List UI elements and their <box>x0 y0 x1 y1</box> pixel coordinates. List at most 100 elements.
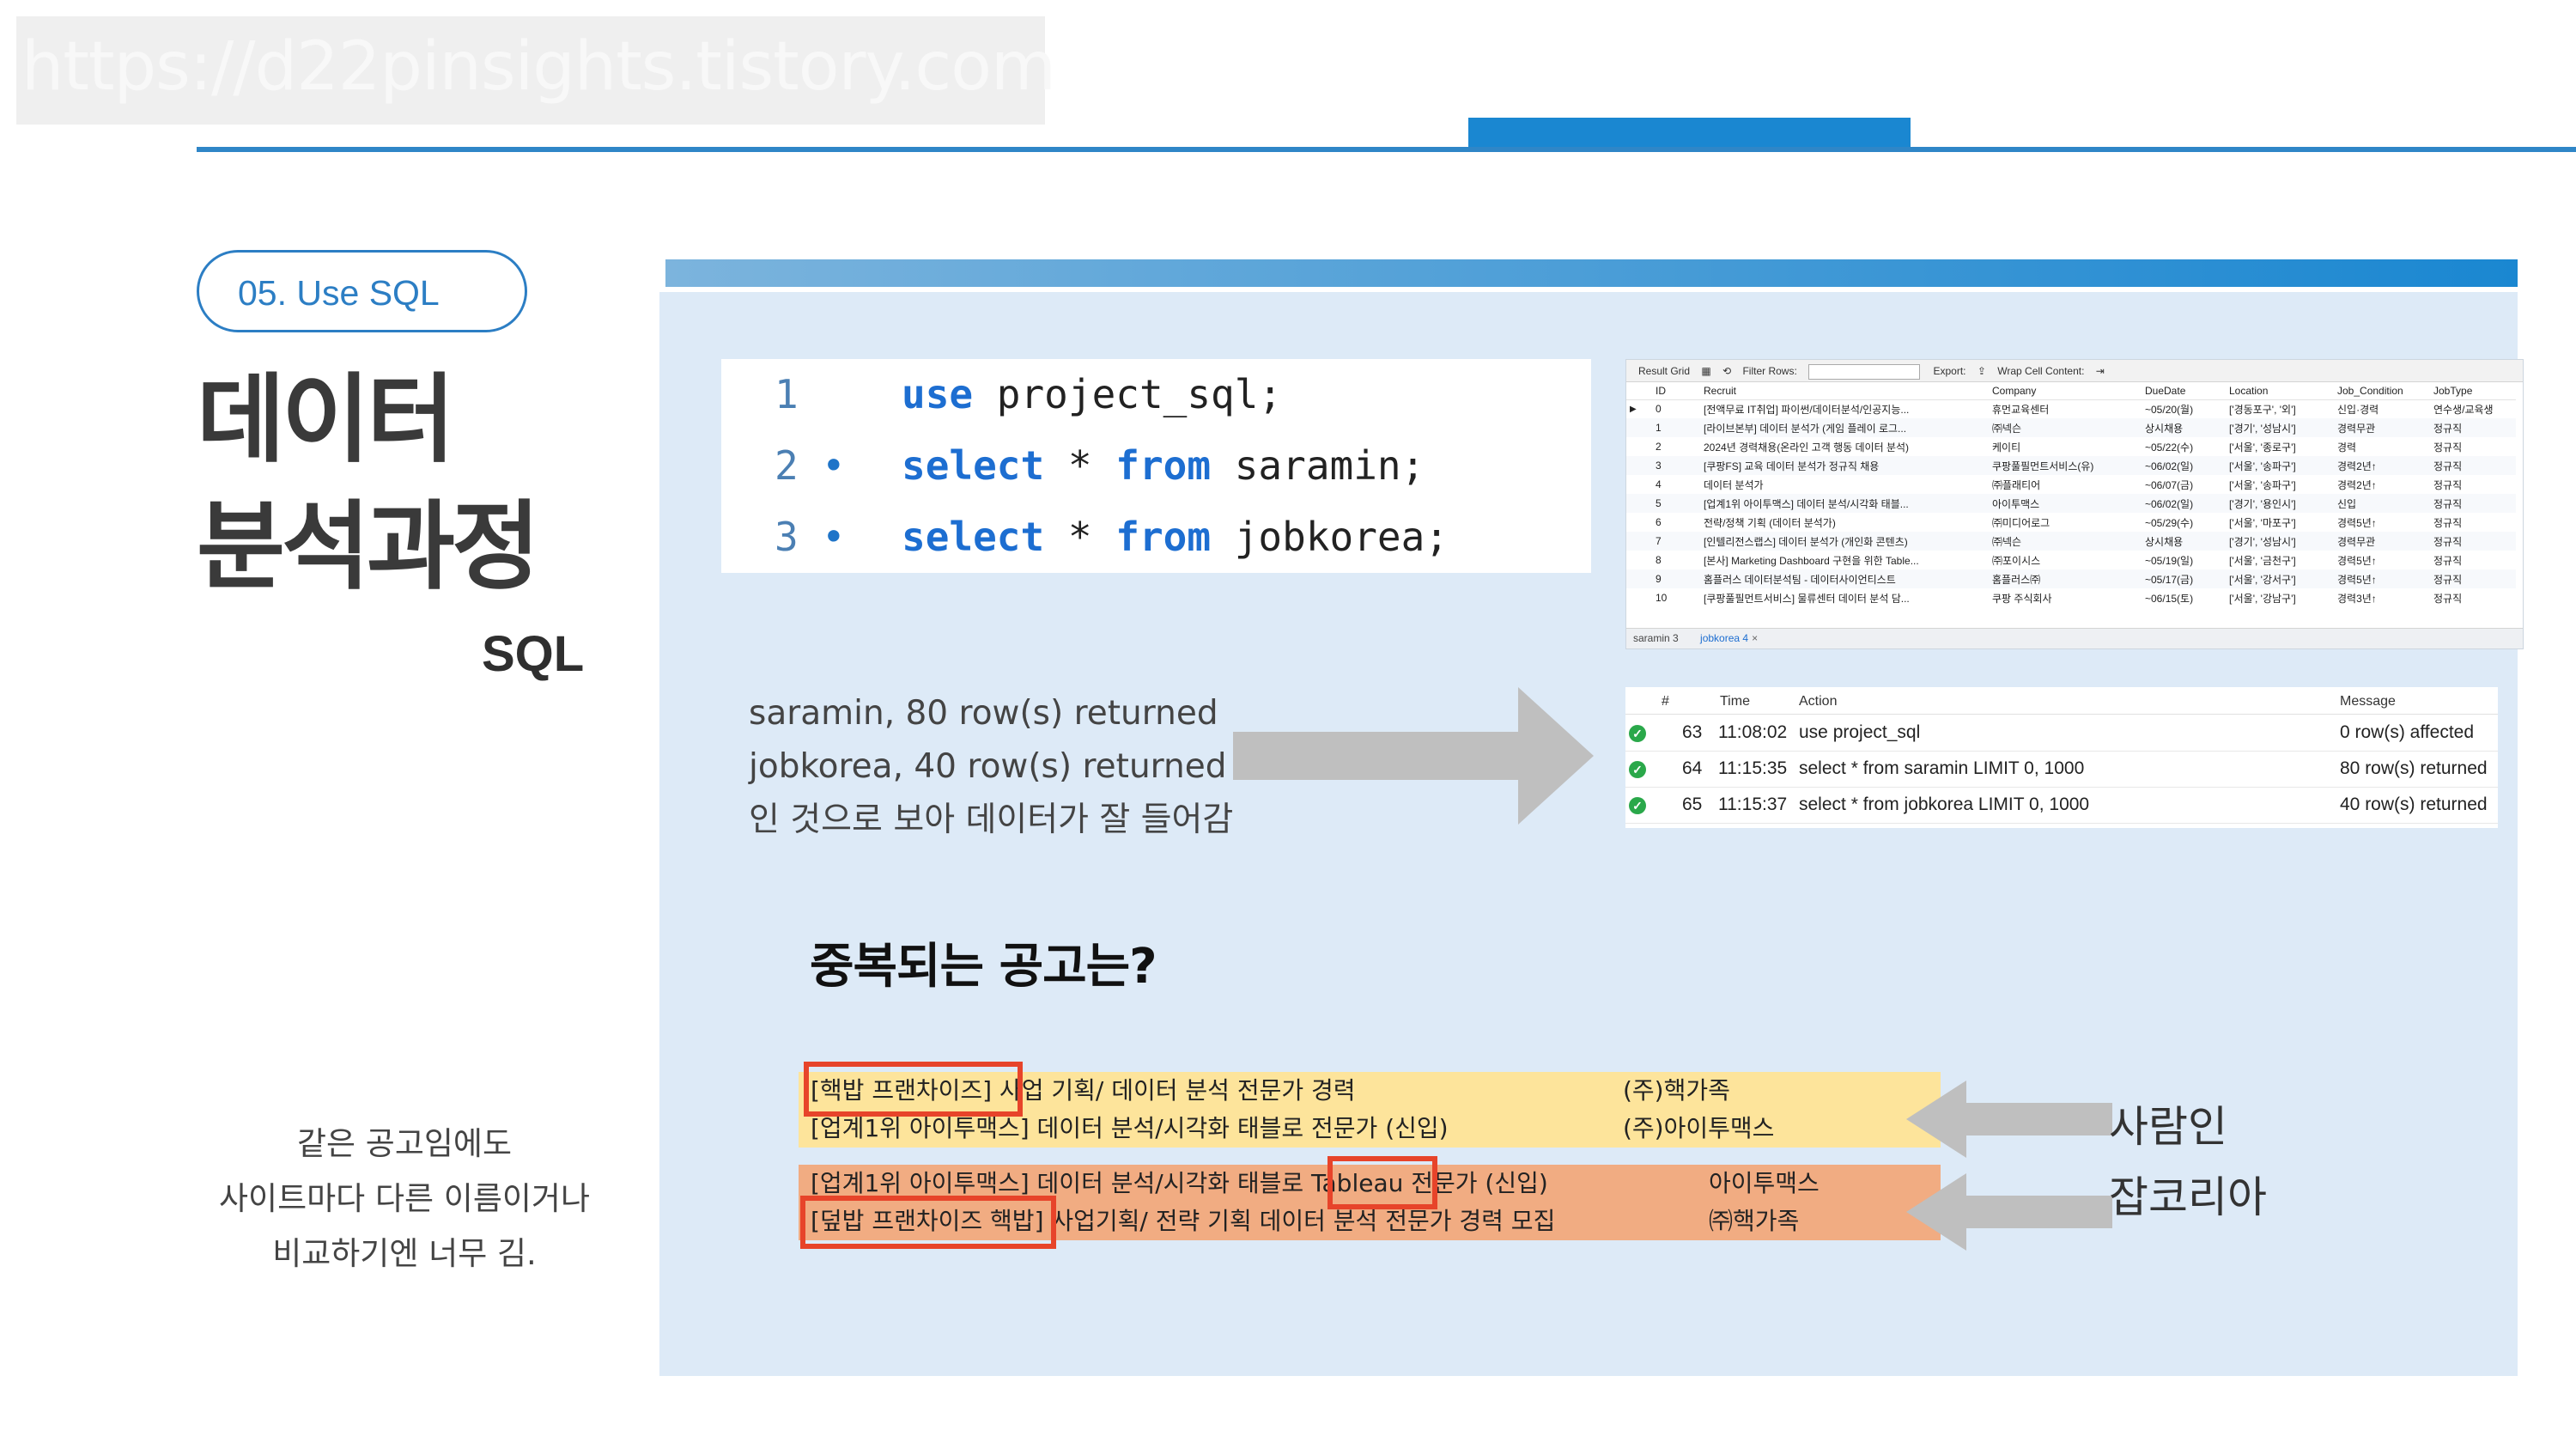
column-header[interactable]: Job_Condition <box>2334 382 2430 400</box>
table-cell: 신입·경력 <box>2337 403 2379 416</box>
column-header[interactable]: JobType <box>2430 382 2516 400</box>
job-title: [업계1위 아이투맥스] 데이터 분석/시각화 태블로 전문가 (신입) <box>811 1114 1449 1142</box>
grid-icon[interactable]: ▦ <box>1701 365 1711 377</box>
code-line: 1 use project_sql; <box>721 359 1591 431</box>
table-cell: 8 <box>1656 554 1662 566</box>
table-cell: ~05/19(일) <box>2145 554 2194 567</box>
column-header[interactable]: DueDate <box>2142 382 2226 400</box>
table-cell: ['경동포구', '외'] <box>2229 403 2296 416</box>
table-cell: [쿠팡풀필먼트서비스] 물류센터 데이터 분석 담... <box>1704 592 1910 605</box>
sql-editor[interactable]: 1 use project_sql; 2 • select * from sar… <box>721 359 1591 573</box>
highlight-box <box>804 1062 1023 1117</box>
page-title: 데이터 분석과정 <box>197 356 540 611</box>
table-cell: 상시채용 <box>2142 532 2226 551</box>
jobkorea-row: [덮밥 프랜차이즈 핵밥] 사업기획/ 전략 기획 데이터 분석 전문가 경력 … <box>799 1202 1941 1240</box>
table-cell: 아이투맥스 <box>1989 494 2142 513</box>
highlight-box <box>800 1196 1056 1249</box>
table-cell: [쿠팡FS] 교육 데이터 분석가 정규직 채용 <box>1700 456 1989 475</box>
table-cell: 6 <box>1656 516 1662 528</box>
table-cell: 5 <box>1652 494 1700 513</box>
column-header[interactable]: ID <box>1652 382 1700 400</box>
table-cell: 쿠팡풀필먼트서비스(유) <box>1989 456 2142 475</box>
label-saramin: 사람인 <box>2109 1102 2227 1152</box>
table-cell: [전액무료 IT취업] 파이썬/데이터분석/인공지능... <box>1704 403 1910 416</box>
code-text: select * from saramin; <box>902 442 1425 489</box>
table-cell: 정규직 <box>2433 516 2463 529</box>
execution-dot-icon: • <box>822 514 846 560</box>
column-header[interactable]: Company <box>1989 382 2142 400</box>
output-row[interactable]: ✓ 63 11:08:02 use project_sql 0 row(s) a… <box>1625 715 2498 752</box>
table-cell: 정규직 <box>2430 418 2516 437</box>
table-cell: 정규직 <box>2433 441 2463 454</box>
table-cell: ['서울', '강서구'] <box>2226 569 2334 588</box>
result-tabs: saramin 3 jobkorea 4× <box>1626 628 2523 648</box>
arrow-left-icon <box>1906 1081 2112 1158</box>
table-cell: 케이티 <box>1992 441 2021 454</box>
refresh-icon[interactable]: ⟲ <box>1722 365 1732 377</box>
table-cell: 2 <box>1656 441 1662 453</box>
tab-saramin[interactable]: saramin 3 <box>1633 632 1679 644</box>
table-cell: ~05/20(월) <box>2145 403 2194 416</box>
wrap-cell-icon[interactable]: ⇥ <box>2095 365 2105 377</box>
page-subtitle: SQL <box>482 626 585 682</box>
table-row[interactable]: 8[본사] Marketing Dashboard 구현을 위한 Table..… <box>1626 551 2516 569</box>
table-row[interactable]: ▶0[전액무료 IT취업] 파이썬/데이터분석/인공지능...휴먼교육센터~05… <box>1626 399 2516 418</box>
column-header[interactable]: Location <box>2226 382 2334 400</box>
output-row[interactable]: ✓ 65 11:15:37 select * from jobkorea LIM… <box>1625 788 2498 824</box>
page-title-line2: 분석과정 <box>197 491 540 603</box>
arrow-left-icon <box>1906 1173 2112 1251</box>
filter-rows-input[interactable] <box>1808 363 1921 380</box>
table-cell: 2024년 경력채용(온라인 고객 행동 데이터 분석) <box>1704 441 1910 454</box>
close-tab-icon[interactable]: × <box>1752 632 1759 644</box>
header-rule <box>197 147 2576 152</box>
company-name: ㈜핵가족 <box>1709 1207 1800 1235</box>
result-table: ID Recruit Company DueDate Location Job_… <box>1626 382 2516 607</box>
table-cell: 정규직 <box>2430 532 2516 551</box>
table-cell: 전략/정책 기획 (데이터 분석가) <box>1704 516 1836 529</box>
table-row[interactable]: 10[쿠팡풀필먼트서비스] 물류센터 데이터 분석 담...쿠팡 주식회사~06… <box>1626 588 2516 607</box>
table-cell: ['서울', '송파구'] <box>2229 478 2296 491</box>
panel-header-bar <box>665 259 2518 287</box>
table-cell: 9 <box>1652 569 1700 588</box>
code-line: 2 • select * from saramin; <box>721 430 1591 502</box>
table-cell: 0 <box>1656 403 1662 416</box>
tab-jobkorea[interactable]: jobkorea 4 <box>1700 632 1749 644</box>
table-cell: 쿠팡 주식회사 <box>1992 592 2052 605</box>
success-check-icon: ✓ <box>1629 761 1646 778</box>
column-header[interactable]: Recruit <box>1700 382 1989 400</box>
table-cell: ~06/07(금) <box>2145 478 2194 491</box>
table-cell: 경력5년↑ <box>2337 516 2377 529</box>
table-cell: ['경기', '성남시'] <box>2226 418 2334 437</box>
table-cell: 정규직 <box>2433 554 2463 567</box>
job-title: [업계1위 아이투맥스] 데이터 분석/시각화 태블로 Tableau 전문가 … <box>811 1169 1548 1197</box>
table-cell: ㈜넥슨 <box>1989 418 2142 437</box>
table-cell: ㈜미디어로그 <box>1992 516 2050 529</box>
table-cell: 3 <box>1652 456 1700 475</box>
action-output: # Time Action Message ✓ 63 11:08:02 use … <box>1625 687 2498 828</box>
code-line: 3 • select * from jobkorea; <box>721 502 1591 574</box>
table-cell: 정규직 <box>2433 592 2463 605</box>
saramin-row: [핵밥 프랜차이즈] 사업 기획/ 데이터 분석 전문가 경력 (주)핵가족 <box>799 1072 1941 1110</box>
table-cell: ㈜넥슨 <box>1989 532 2142 551</box>
table-cell: 경력무관 <box>2334 532 2430 551</box>
arrow-right-icon <box>1233 687 1594 825</box>
table-cell: 경력3년↑ <box>2337 592 2377 605</box>
line-number: 3 <box>775 514 799 560</box>
line-number: 2 <box>775 442 799 489</box>
output-row[interactable]: ✓ 64 11:15:35 select * from saramin LIMI… <box>1625 752 2498 788</box>
result-grid-label[interactable]: Result Grid <box>1638 365 1691 377</box>
side-note: 같은 공고임에도 사이트마다 다른 이름이거나 비교하기엔 너무 김. <box>218 1125 590 1272</box>
table-row[interactable]: 5[업계1위 아이투맥스] 데이터 분석/시각화 태블...아이투맥스~06/0… <box>1626 494 2516 513</box>
table-cell: ~05/29(수) <box>2145 516 2194 529</box>
table-cell: [인텔리전스랩스] 데이터 분석가 (개인화 콘텐츠) <box>1700 532 1989 551</box>
export-icon[interactable]: ⇪ <box>1977 365 1986 377</box>
table-cell: 정규직 <box>2433 478 2463 491</box>
table-cell: 경력 <box>2337 441 2357 454</box>
